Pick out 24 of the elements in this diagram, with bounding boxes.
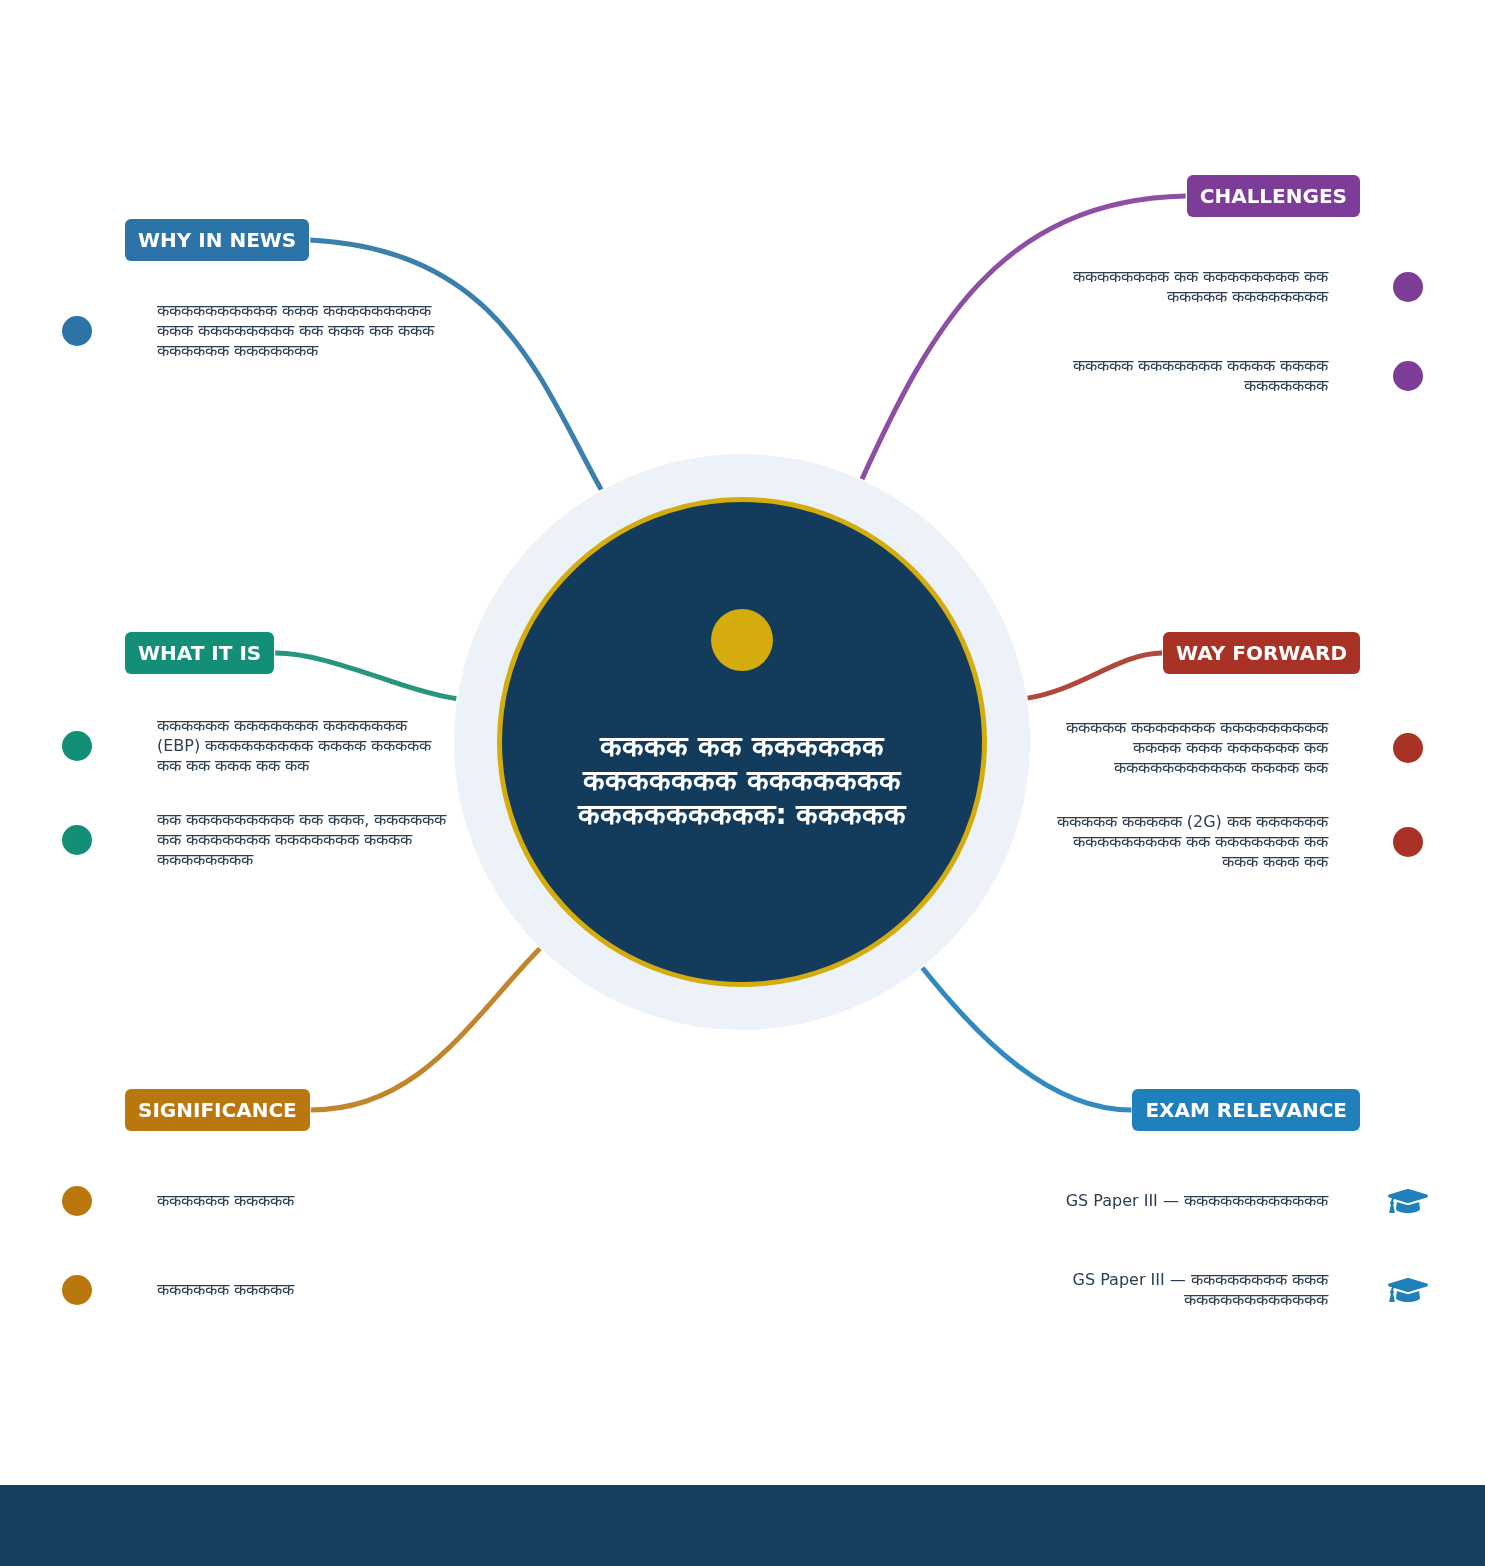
point-text: कक ककककककककक कक ककक, कककककक कक ककककककक ककककककक कककक कककककककक <box>157 810 447 870</box>
point-text: GS Paper III — कककककककक ककक कककककककककककक <box>1071 1270 1328 1310</box>
section-badge: WAY FORWARD <box>1163 632 1360 674</box>
point-text: कककककक ककककक <box>157 1280 296 1300</box>
point-text: ककककक ककककककक कककक कककक ककककककक <box>1071 356 1328 396</box>
section-badge: EXAM RELEVANCE <box>1132 1089 1360 1131</box>
section-badge: WHY IN NEWS <box>125 219 310 261</box>
point-text: कककककककक कक कककककककक कक ककककक कककककककक <box>1071 267 1328 307</box>
section-badge: SIGNIFICANCE <box>125 1089 310 1131</box>
branch-line <box>275 650 457 702</box>
branch-line <box>310 946 542 1113</box>
point-text: कककककक ककककक <box>157 1191 296 1211</box>
branch-line <box>859 193 1186 481</box>
title-text: कककक कक कककककक ककककककक ककककककक ककककककककक: ककककक <box>576 730 908 832</box>
section-badge: CHALLENGES <box>1186 175 1360 217</box>
point-text: GS Paper III — कककककककककककक <box>1064 1191 1328 1211</box>
branch-line <box>310 237 604 491</box>
branch-line <box>920 966 1132 1113</box>
point-text: कककककककककक ककक ककककककककक ककक कककककककक कक ककक कक ककक कककककक ककककककक <box>157 301 436 361</box>
point-text: कककककक ककककककक ककककककक (EBP) ककककककककक कककक ककककक कक कक ककक कक कक <box>157 716 433 776</box>
branch-line <box>1027 650 1163 701</box>
section-badge: WHAT IT IS <box>125 632 275 674</box>
point-text: ककककक ककककक (2G) कक कककककक ककककककककक कक ककककककक कक ककक ककक कक <box>1055 812 1328 872</box>
point-text: ककककक ककककककक ककककककककक कककक ककक कककककक कक ककककककककककक कककक कक <box>1064 718 1328 778</box>
